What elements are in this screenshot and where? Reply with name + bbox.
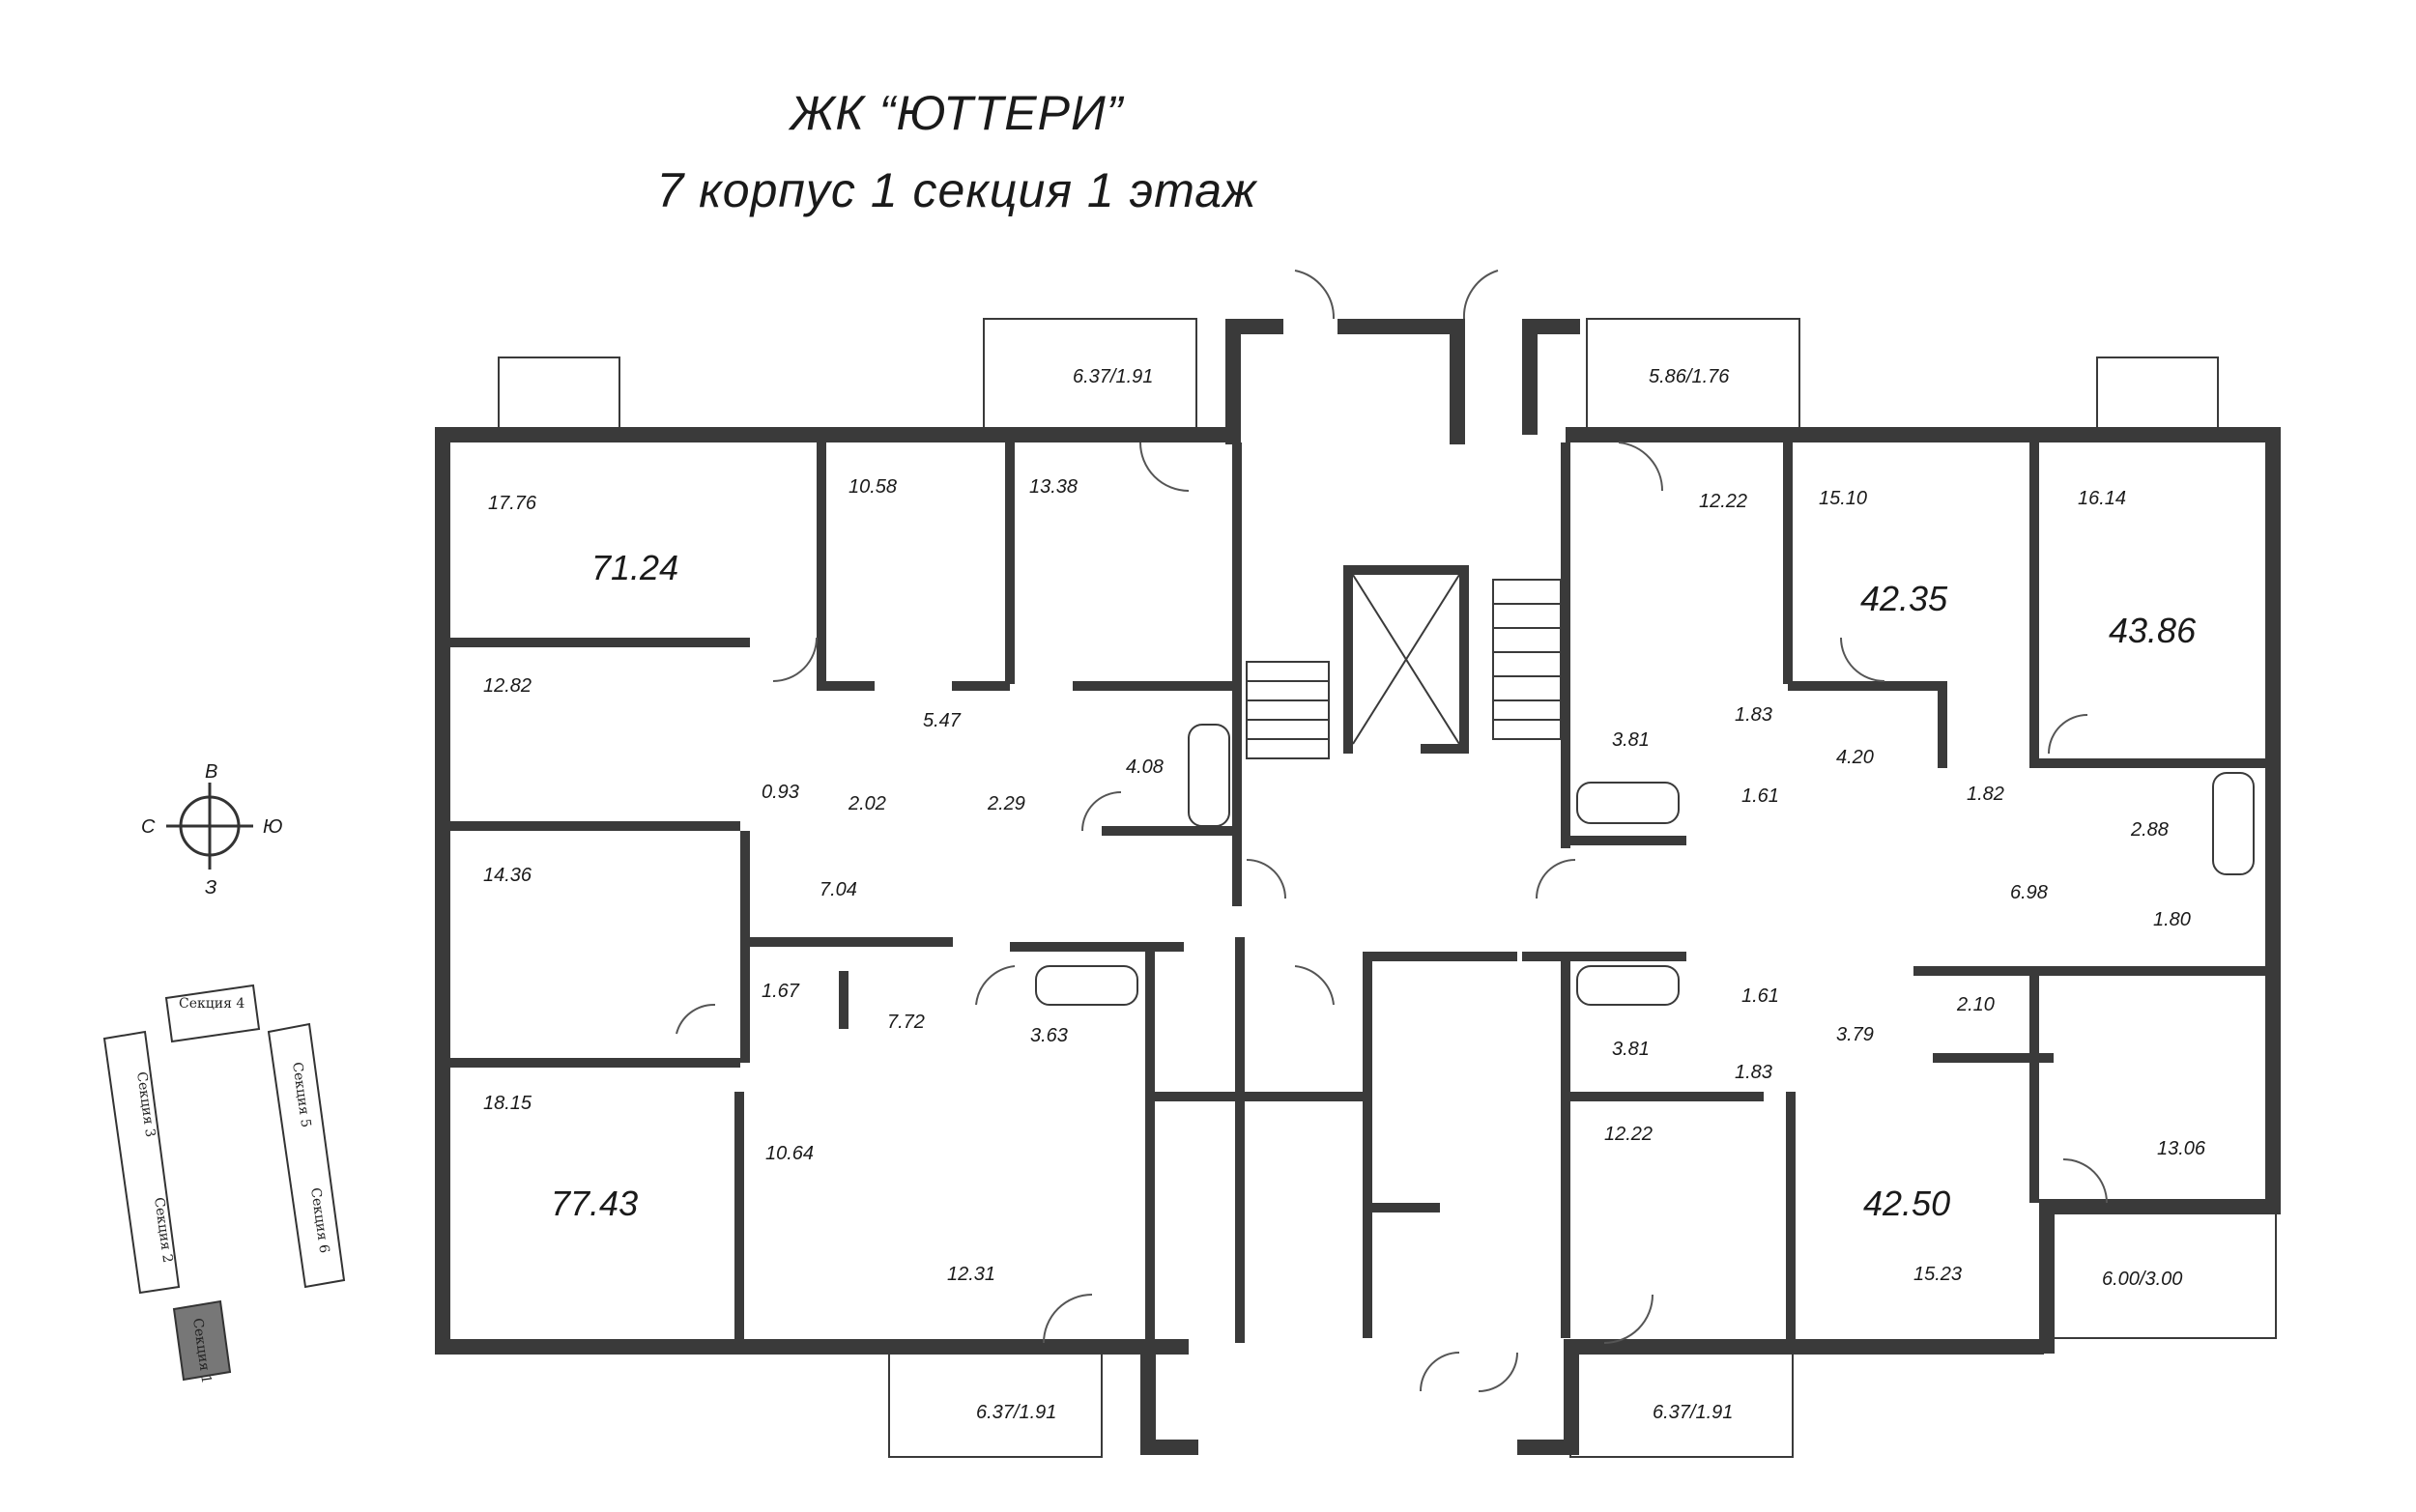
outer-walls — [435, 319, 2281, 1455]
bathtubs — [1035, 724, 2255, 1006]
balcony-area: 6.37/1.91 — [1073, 366, 1153, 387]
elevator-shaft — [1343, 565, 1469, 754]
room-area: 3.79 — [1836, 1024, 1874, 1045]
room-area: 2.88 — [2130, 819, 2169, 841]
room-area: 2.29 — [987, 793, 1025, 814]
room-area: 2.10 — [1956, 994, 1995, 1015]
room-area: 10.58 — [848, 476, 897, 498]
room-area: 1.67 — [762, 981, 800, 1002]
room-area: 13.06 — [2157, 1138, 2206, 1159]
room-area: 15.10 — [1819, 488, 1867, 509]
apartment-total-area: 43.86 — [2109, 611, 2197, 650]
apartment-total-area: 42.35 — [1860, 579, 1948, 618]
stairs — [1246, 579, 1562, 759]
complex-title: ЖК “ЮТТЕРИ” — [790, 86, 1124, 140]
room-area: 1.61 — [1741, 785, 1779, 807]
compass-north: С — [141, 816, 156, 838]
room-area: 1.80 — [2153, 909, 2191, 930]
section-4-label: Секция 4 — [179, 996, 244, 1012]
room-area: 12.22 — [1604, 1124, 1653, 1145]
room-area: 5.47 — [923, 710, 962, 731]
room-area: 17.76 — [488, 493, 537, 514]
room-area: 1.61 — [1741, 985, 1779, 1007]
room-area: 2.02 — [848, 793, 886, 814]
room-area: 15.23 — [1913, 1264, 1962, 1285]
room-area: 6.98 — [2010, 882, 2048, 903]
room-area: 12.82 — [483, 675, 532, 697]
room-area: 3.81 — [1612, 1039, 1650, 1060]
room-area: 1.83 — [1735, 1062, 1772, 1083]
room-area: 10.64 — [765, 1143, 814, 1164]
apartment-total-area: 71.24 — [591, 548, 678, 587]
section-key-map — [102, 984, 346, 1382]
apartment-total-area: 77.43 — [551, 1184, 638, 1223]
balcony-area: 6.37/1.91 — [1653, 1402, 1733, 1423]
balcony-area: 6.00/3.00 — [2102, 1269, 2182, 1290]
room-area: 1.83 — [1735, 704, 1772, 726]
room-area: 12.22 — [1699, 491, 1747, 512]
floor-subtitle: 7 корпус 1 секция 1 этаж — [656, 163, 1257, 217]
compass-icon — [166, 783, 253, 870]
balcony-area: 6.37/1.91 — [976, 1402, 1056, 1423]
room-area: 7.72 — [887, 1012, 925, 1033]
apartment-total-area: 42.50 — [1863, 1184, 1950, 1223]
compass-east: В — [205, 761, 217, 783]
room-area: 3.81 — [1612, 729, 1650, 751]
room-area: 1.82 — [1967, 784, 2004, 805]
compass-south: Ю — [263, 816, 282, 838]
room-area: 14.36 — [483, 865, 532, 886]
room-area: 4.08 — [1126, 756, 1164, 778]
interior-walls — [450, 442, 2271, 1348]
balcony-area: 5.86/1.76 — [1649, 366, 1730, 387]
room-area: 18.15 — [483, 1093, 532, 1114]
room-area: 0.93 — [762, 782, 799, 803]
room-area: 13.38 — [1029, 476, 1078, 498]
room-area: 12.31 — [947, 1264, 995, 1285]
room-area: 16.14 — [2078, 488, 2126, 509]
door-swings — [676, 270, 2108, 1392]
room-area: 4.20 — [1836, 747, 1874, 768]
room-area: 7.04 — [820, 879, 857, 900]
room-area: 3.63 — [1030, 1025, 1068, 1046]
compass-west: З — [205, 877, 216, 899]
